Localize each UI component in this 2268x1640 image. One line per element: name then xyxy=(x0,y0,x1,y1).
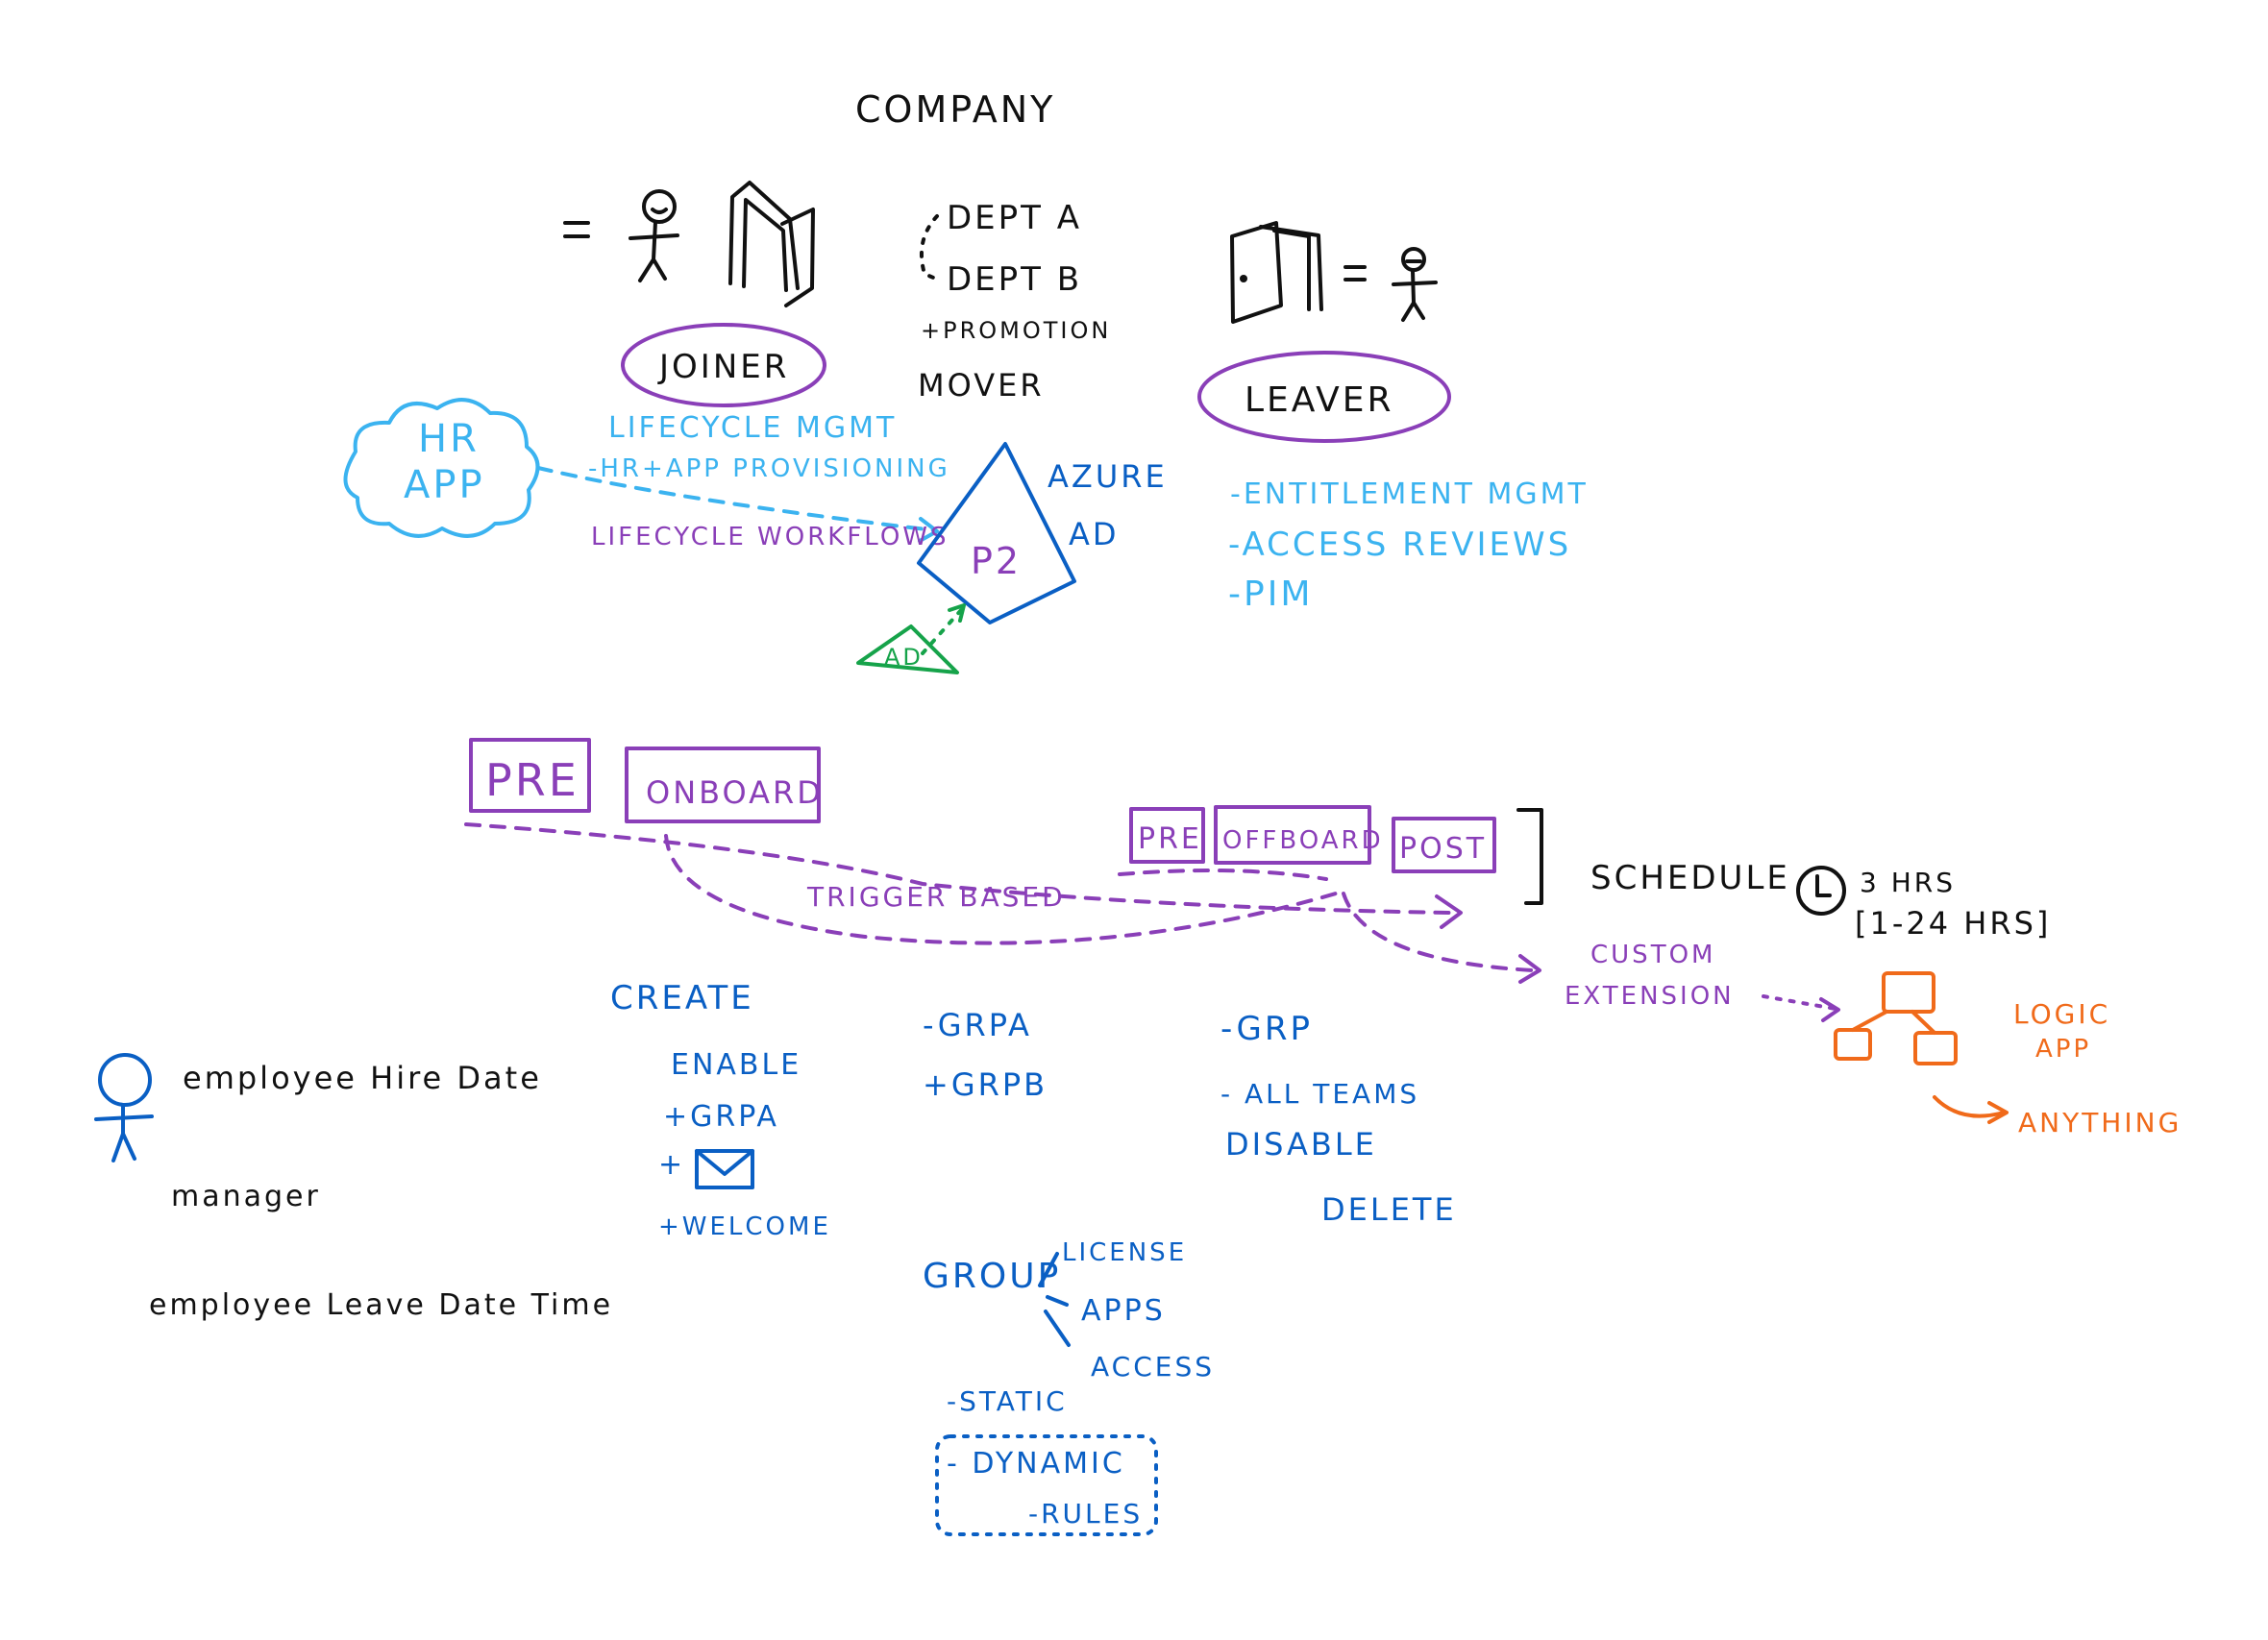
attr-hire-date: employee Hire Date xyxy=(183,1060,542,1096)
joiner-equals-sign xyxy=(563,221,590,238)
dept-a: DEPT A xyxy=(947,199,1082,237)
anything-arrow xyxy=(1933,1095,2009,1124)
dynamic-box xyxy=(935,1434,1158,1536)
leaver-feature-0: -ENTITLEMENT MGMT xyxy=(1230,477,1589,511)
leaver-label: LEAVER xyxy=(1245,380,1394,420)
logic-app-icon xyxy=(1834,971,1958,1065)
leaver-feature-1: -ACCESS REVIEWS xyxy=(1228,526,1571,564)
pre-box xyxy=(469,738,591,813)
attr-manager: manager xyxy=(171,1180,321,1213)
create-item-4: +WELCOME xyxy=(658,1212,831,1241)
leaver-item-3: DELETE xyxy=(1321,1191,1457,1228)
stick-figure-icon xyxy=(629,189,679,282)
leaver-equals-sign xyxy=(1344,265,1367,281)
ad-triangle-label: AD xyxy=(884,644,924,671)
hr-app-line1: HR xyxy=(418,417,480,461)
hr-to-azure-arrow xyxy=(536,466,939,543)
pre-label: PRE xyxy=(485,754,579,806)
onboard-box xyxy=(625,747,821,823)
group-item-1: APPS xyxy=(1081,1294,1166,1328)
create-item-2: +GRPA xyxy=(663,1100,779,1134)
hr-app-line2: APP xyxy=(404,463,485,507)
group-item-2: ACCESS xyxy=(1091,1351,1215,1383)
group-label: GROUP xyxy=(923,1257,1061,1296)
group-rules: -RULES xyxy=(1028,1498,1143,1530)
post-label: POST xyxy=(1399,832,1487,866)
logic-app-line1: LOGIC xyxy=(2013,998,2110,1030)
provisioning: -HR+APP PROVISIONING xyxy=(588,454,950,483)
leaver-oval xyxy=(1197,351,1451,443)
create-item-3: + xyxy=(658,1148,685,1182)
custom-extension-line1: CUSTOM xyxy=(1590,941,1715,969)
leaver-item-1: - ALL TEAMS xyxy=(1220,1078,1419,1110)
mover-connector xyxy=(920,214,942,282)
person-icon xyxy=(94,1053,154,1163)
leaver-item-2: DISABLE xyxy=(1225,1126,1377,1163)
group-item-0: LICENSE xyxy=(1062,1238,1187,1267)
schedule-hrs: 3 HRS xyxy=(1860,867,1956,898)
trigger-arrows xyxy=(464,822,1541,984)
trigger-label: TRIGGER BASED xyxy=(806,881,1066,913)
group-dynamic: - DYNAMIC xyxy=(947,1447,1125,1481)
leaver-feature-2: -PIM xyxy=(1228,575,1313,614)
p2-label: P2 xyxy=(971,540,1022,582)
lifecycle-mgmt: LIFECYCLE MGMT xyxy=(608,411,897,445)
cloud-icon xyxy=(343,398,540,538)
schedule-bracket xyxy=(1516,808,1543,905)
triangle-icon xyxy=(856,603,966,674)
offboard-label: OFFBOARD xyxy=(1222,826,1384,855)
closed-door-icon xyxy=(1230,221,1323,324)
offboard-box xyxy=(1214,805,1371,865)
joiner-oval xyxy=(621,323,826,407)
extension-arrow xyxy=(1762,994,1840,1022)
promotion: +PROMOTION xyxy=(921,317,1111,344)
lifecycle-workflows: LIFECYCLE WORKFLOWS xyxy=(591,523,949,551)
envelope-icon xyxy=(695,1149,754,1189)
pre-small-box xyxy=(1129,807,1205,864)
custom-extension-line2: EXTENSION xyxy=(1565,982,1735,1011)
azure-label: AZURE xyxy=(1048,458,1168,495)
attr-leave-date: employee Leave Date Time xyxy=(149,1288,613,1322)
leaver-item-0: -GRP xyxy=(1220,1010,1313,1048)
create-item-1: ENABLE xyxy=(671,1048,801,1082)
group-static: -STATIC xyxy=(947,1385,1068,1417)
mover-label: MOVER xyxy=(918,367,1045,404)
create-item-0: CREATE xyxy=(610,979,754,1017)
logic-app-line2: APP xyxy=(2035,1035,2091,1064)
joiner-label: JOINER xyxy=(657,348,789,386)
schedule-range: [1-24 HRS] xyxy=(1855,905,2051,942)
dept-b: DEPT B xyxy=(947,260,1082,299)
azure-ad-p2-shape xyxy=(917,442,1076,624)
mover-item-0: -GRPA xyxy=(923,1007,1032,1043)
mover-item-1: +GRPB xyxy=(923,1066,1048,1103)
group-connectors xyxy=(1038,1252,1071,1347)
post-box xyxy=(1392,817,1496,873)
company-title: COMPANY xyxy=(855,88,1055,131)
clock-icon xyxy=(1796,866,1846,916)
schedule-label: SCHEDULE xyxy=(1590,859,1790,897)
pre-small-label: PRE xyxy=(1138,822,1202,856)
anything-label: ANYTHING xyxy=(2018,1107,2182,1138)
ad-label: AD xyxy=(1069,516,1120,552)
open-door-icon xyxy=(728,181,815,307)
onboard-label: ONBOARD xyxy=(646,774,824,811)
leaver-stick-figure-icon xyxy=(1392,247,1438,322)
